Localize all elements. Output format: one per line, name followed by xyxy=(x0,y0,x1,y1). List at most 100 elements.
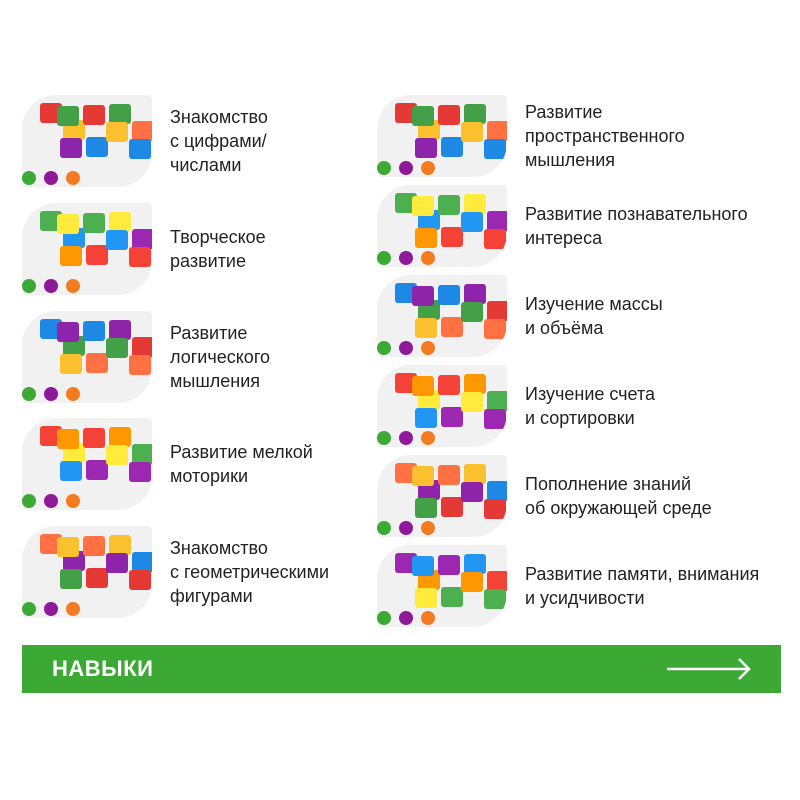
toy-shape xyxy=(464,464,486,484)
toy-shape xyxy=(415,498,437,518)
orange-dot-icon xyxy=(421,431,435,445)
toy-shape xyxy=(132,229,152,249)
skill-label-line: пространственного xyxy=(525,126,685,146)
toy-shape xyxy=(412,376,434,396)
toy-shape xyxy=(395,553,417,573)
skill-image xyxy=(22,526,152,618)
skill-image xyxy=(377,95,507,177)
toy-shape xyxy=(129,139,151,159)
toy-shape xyxy=(129,247,151,267)
toy-shape xyxy=(484,229,506,249)
purple-dot-icon xyxy=(399,521,413,535)
skill-image xyxy=(377,455,507,537)
skill-image xyxy=(377,365,507,447)
green-dot-icon xyxy=(377,161,391,175)
age-dots xyxy=(377,521,435,535)
toy-shape xyxy=(461,212,483,232)
toy-shape xyxy=(132,121,152,141)
toy-shape xyxy=(60,569,82,589)
skill-image xyxy=(377,545,507,627)
skill-label-line: с цифрами/ xyxy=(170,131,267,151)
orange-dot-icon xyxy=(421,251,435,265)
age-dots xyxy=(22,494,80,508)
toy-shape xyxy=(441,497,463,517)
green-dot-icon xyxy=(22,171,36,185)
skill-item[interactable]: Изучение массы и объёма xyxy=(377,275,663,357)
skill-label-line: интереса xyxy=(525,228,603,248)
toy-shape xyxy=(132,337,152,357)
orange-dot-icon xyxy=(66,279,80,293)
toy-shape xyxy=(106,445,128,465)
skill-image xyxy=(22,203,152,295)
toy-shape xyxy=(487,391,507,411)
skill-label-line: Развитие познавательного xyxy=(525,204,748,224)
skills-banner-button[interactable]: НАВЫКИ xyxy=(22,645,781,693)
skill-item[interactable]: Развитие познавательного интереса xyxy=(377,185,748,267)
skill-image xyxy=(377,275,507,357)
toy-shape xyxy=(83,213,105,233)
skill-label-line: Творческое xyxy=(170,227,266,247)
skill-label-line: Изучение массы xyxy=(525,294,663,314)
toy-shape xyxy=(464,194,486,214)
toy-shape xyxy=(438,375,460,395)
purple-dot-icon xyxy=(44,387,58,401)
toy-shape xyxy=(60,246,82,266)
toy-shape xyxy=(40,319,62,339)
toy-shape xyxy=(487,571,507,591)
toy-shape xyxy=(395,373,417,393)
skill-label-line: и сортировки xyxy=(525,408,635,428)
toy-shape xyxy=(415,138,437,158)
orange-dot-icon xyxy=(66,494,80,508)
toy-shape xyxy=(57,429,79,449)
toy-shape xyxy=(86,245,108,265)
toy-shape xyxy=(441,587,463,607)
toy-shape xyxy=(132,444,152,464)
skill-label-line: об окружающей среде xyxy=(525,498,712,518)
toy-shape xyxy=(441,407,463,427)
skill-label-line: и объёма xyxy=(525,318,604,338)
toy-shape xyxy=(40,103,62,123)
toy-shape xyxy=(83,428,105,448)
toy-shape xyxy=(106,338,128,358)
toy-shape xyxy=(83,536,105,556)
skill-label-line: Знакомство xyxy=(170,107,268,127)
toy-shape xyxy=(484,319,506,339)
toy-shape xyxy=(487,211,507,231)
toy-shape xyxy=(461,122,483,142)
toy-shape xyxy=(40,211,62,231)
toy-shape xyxy=(438,105,460,125)
toy-shape xyxy=(438,285,460,305)
skill-label-line: с геометрическими xyxy=(170,562,330,582)
green-dot-icon xyxy=(22,387,36,401)
toy-shape xyxy=(83,321,105,341)
skill-label-line: логического xyxy=(170,347,270,367)
toy-shape xyxy=(57,537,79,557)
toy-shape xyxy=(60,461,82,481)
skill-label-line: Развитие мелкой xyxy=(170,442,313,462)
toy-shape xyxy=(464,374,486,394)
green-dot-icon xyxy=(377,341,391,355)
toy-shape xyxy=(109,104,131,124)
toy-shape xyxy=(461,392,483,412)
toy-shape xyxy=(484,589,506,609)
arrow-right-icon xyxy=(667,658,751,680)
toy-shape xyxy=(438,555,460,575)
toy-shape xyxy=(395,103,417,123)
skill-label: Развитие познавательного интереса xyxy=(525,202,748,250)
toy-shape xyxy=(464,554,486,574)
toy-shape xyxy=(57,106,79,126)
toy-shape xyxy=(129,462,151,482)
purple-dot-icon xyxy=(399,251,413,265)
green-dot-icon xyxy=(22,602,36,616)
